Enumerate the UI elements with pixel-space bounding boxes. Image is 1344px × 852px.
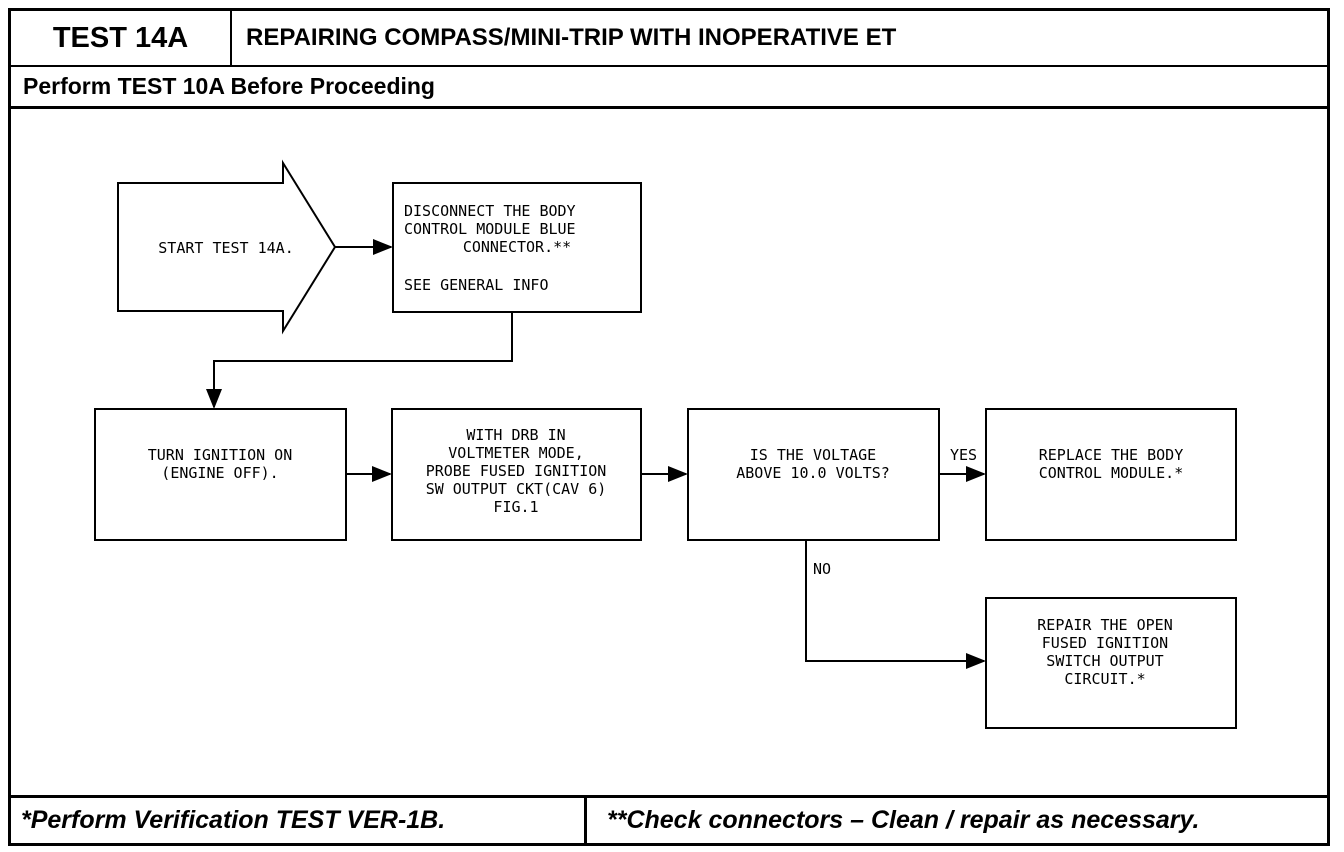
probe-line-3: PROBE FUSED IGNITION [426, 462, 607, 480]
header-row: TEST 14A REPAIRING COMPASS/MINI-TRIP WIT… [11, 11, 1327, 67]
repair-line-2: FUSED IGNITION [1042, 634, 1168, 652]
repair-line-1: REPAIR THE OPEN [1037, 616, 1172, 634]
ignition-step-box [94, 408, 347, 541]
probe-line-5: FIG.1 [493, 498, 538, 516]
replace-module-box [985, 408, 1237, 541]
probe-line-2: VOLTMETER MODE, [448, 444, 583, 462]
no-label: NO [813, 560, 831, 578]
start-arrow-shape [117, 159, 337, 335]
repair-circuit-box [985, 597, 1237, 729]
test-sheet: TEST 14A REPAIRING COMPASS/MINI-TRIP WIT… [8, 8, 1330, 846]
prerequisite-note: Perform TEST 10A Before Proceeding [11, 67, 1327, 109]
probe-line-1: WITH DRB IN [466, 426, 565, 444]
test-title: REPAIRING COMPASS/MINI-TRIP WITH INOPERA… [246, 24, 897, 51]
test-id: TEST 14A [11, 11, 232, 65]
repair-line-3: SWITCH OUTPUT [1046, 652, 1163, 670]
disconnect-step-box [392, 182, 642, 313]
start-label: START TEST 14A. [158, 239, 293, 257]
replace-line-1: REPLACE THE BODY [1039, 446, 1184, 464]
connector-disconnect-to-ignition [206, 312, 513, 409]
yes-label: YES [950, 446, 977, 464]
repair-line-4: CIRCUIT.* [1064, 670, 1145, 688]
probe-line-4: SW OUTPUT CKT(CAV 6) [426, 480, 607, 498]
disconnect-line-4: SEE GENERAL INFO [404, 276, 549, 294]
ignition-line-1: TURN IGNITION ON [148, 446, 293, 464]
voltage-question-box [687, 408, 940, 541]
question-line-1: IS THE VOLTAGE [750, 446, 876, 464]
connector-no [805, 540, 986, 669]
question-line-2: ABOVE 10.0 VOLTS? [736, 464, 890, 482]
disconnect-line-1: DISCONNECT THE BODY [404, 202, 576, 220]
replace-line-2: CONTROL MODULE.* [1039, 464, 1184, 482]
disconnect-line-2: CONTROL MODULE BLUE [404, 220, 576, 238]
probe-step-box [391, 408, 642, 541]
footer-note-verification: *Perform Verification TEST VER-1B. [11, 798, 587, 843]
ignition-line-2: (ENGINE OFF). [161, 464, 278, 482]
footer: *Perform Verification TEST VER-1B. **Che… [11, 795, 1327, 843]
disconnect-line-3: CONNECTOR.** [463, 238, 571, 256]
footer-note-connectors: **Check connectors – Clean / repair as n… [607, 806, 1200, 834]
